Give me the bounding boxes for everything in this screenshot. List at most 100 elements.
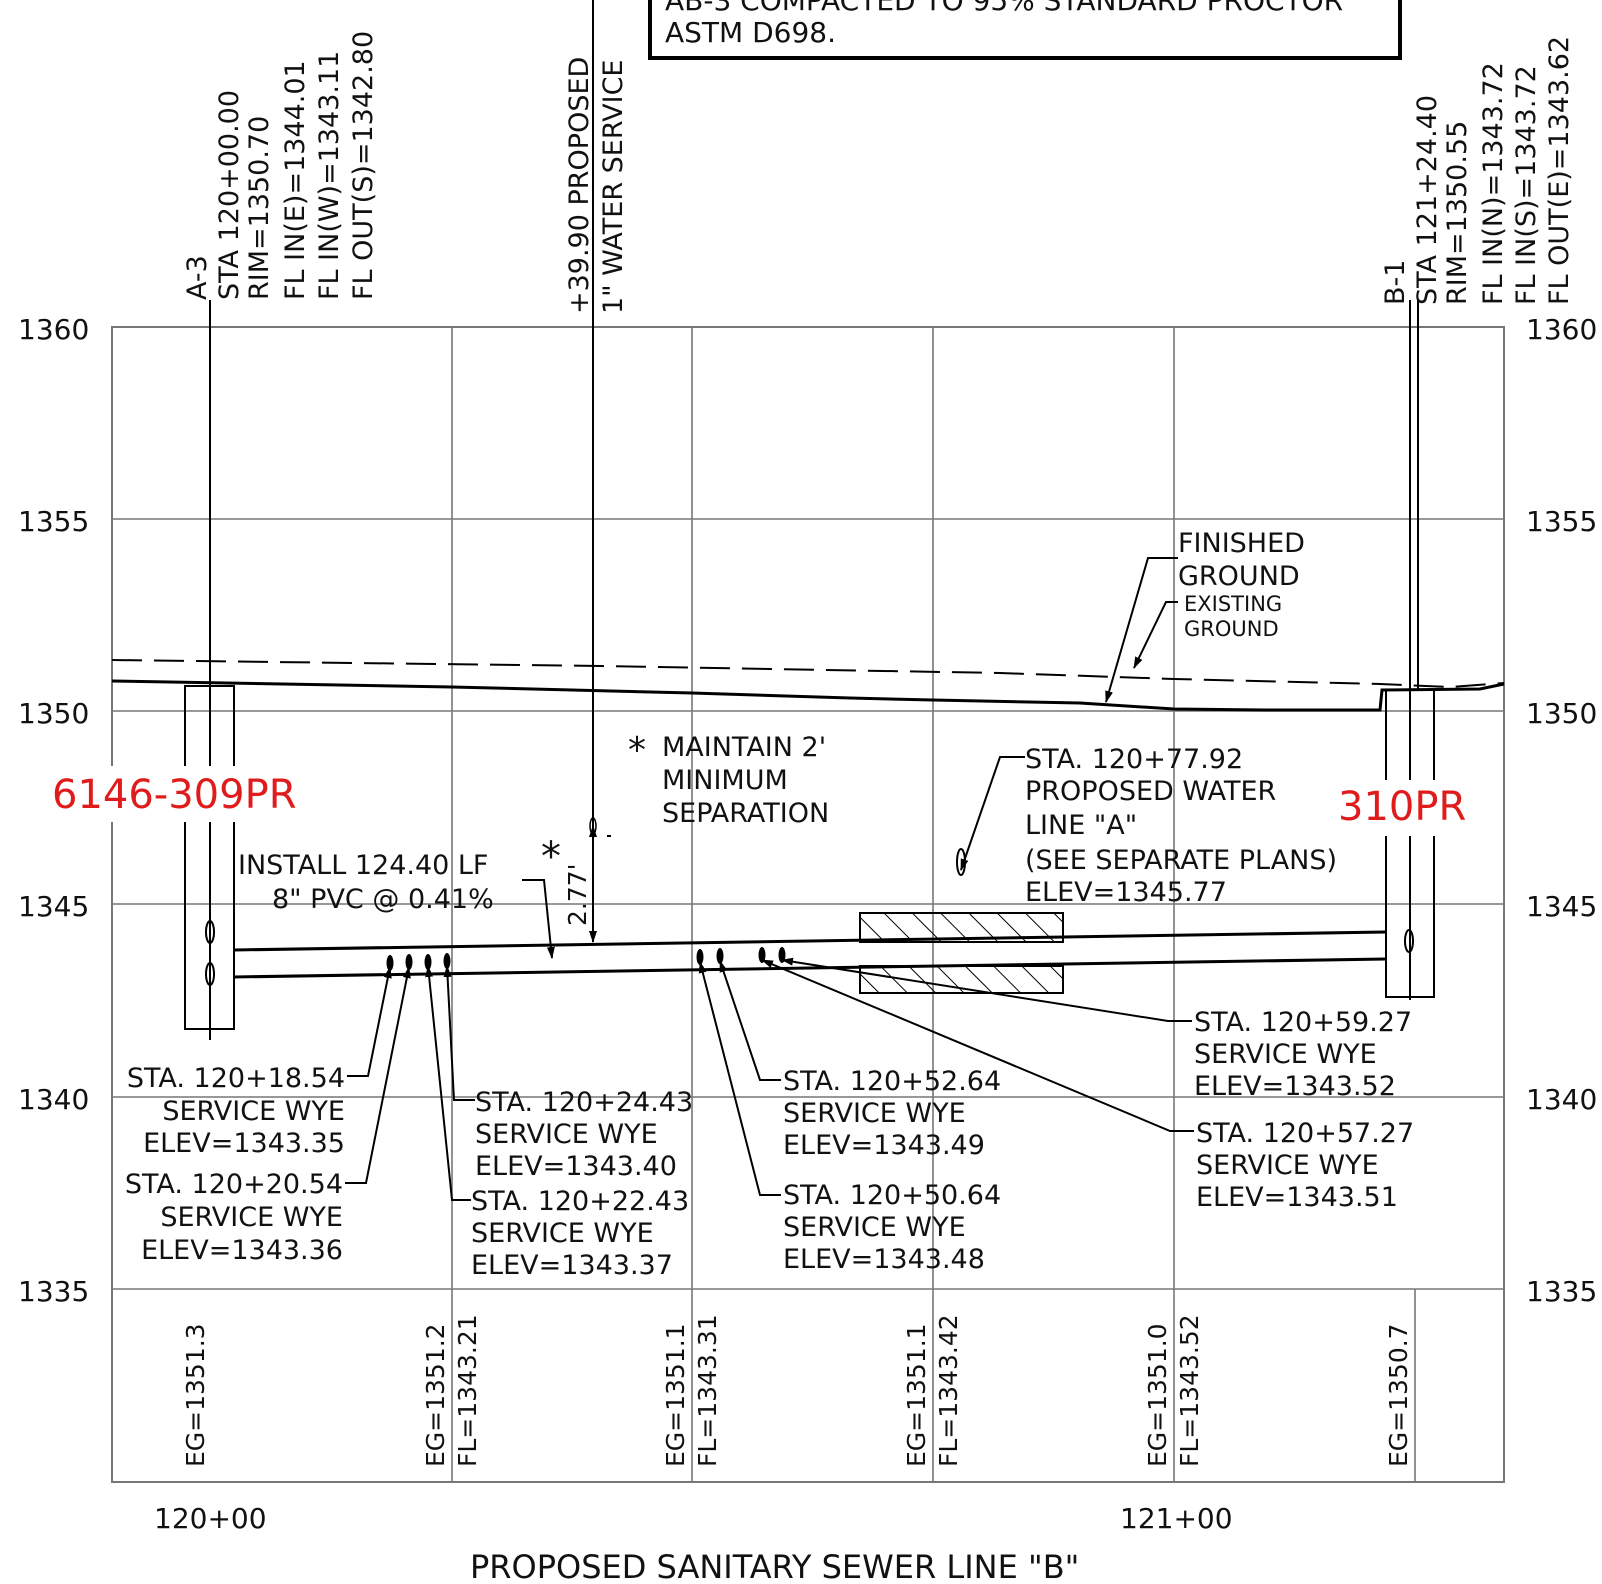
wye-callout-120-52: STA. 120+52.64 SERVICE WYE ELEV=1343.49 — [783, 1066, 1001, 1161]
pipe-label-2: 8" PVC @ 0.41% — [272, 884, 494, 915]
maintain-separation-note: * MAINTAIN 2' MINIMUM SEPARATION — [628, 730, 829, 829]
wye-marker — [443, 953, 451, 969]
manhole-a3: A-3 STA 120+00.00 RIM=1350.70 FL IN(E)=1… — [182, 31, 379, 1040]
manhole-a-name: A-3 — [182, 255, 213, 300]
eg-value: EG=1351.0 — [1143, 1323, 1172, 1467]
eg-value: EG=1351.3 — [181, 1323, 210, 1467]
finished-ground-line — [111, 679, 1505, 712]
note-box: AB-3 COMPACTED TO 95% STANDARD PROCTOR A… — [648, 0, 1402, 60]
wye-type: SERVICE WYE — [471, 1218, 654, 1249]
pipe-label: INSTALL 124.40 LF 8" PVC @ 0.41% — [238, 850, 555, 959]
water-line-callout-1: STA. 120+77.92 — [1025, 744, 1243, 775]
manhole-b-fl-in-n: FL IN(N)=1343.72 — [1478, 62, 1509, 305]
separation-dimension: 2.77' — [563, 863, 592, 926]
wye-sta: STA. 120+57.27 — [1196, 1118, 1414, 1149]
elev-label: 1340 — [1526, 1083, 1597, 1116]
water-line-callout-4: (SEE SEPARATE PLANS) — [1025, 845, 1337, 876]
wye-type: SERVICE WYE — [1196, 1150, 1379, 1181]
wye-callout-120-24: STA. 120+24.43 SERVICE WYE ELEV=1343.40 — [475, 1087, 693, 1182]
separation-asterisk: * — [541, 834, 561, 880]
note-line-2: ASTM D698. — [665, 16, 836, 49]
note-line-1: AB-3 COMPACTED TO 95% STANDARD PROCTOR — [665, 0, 1343, 17]
wye-type: SERVICE WYE — [783, 1212, 966, 1243]
wye-elev: ELEV=1343.49 — [783, 1130, 985, 1161]
manhole-a-fl-out-s: FL OUT(S)=1342.80 — [348, 31, 379, 300]
wye-marker — [758, 947, 766, 963]
water-line-a-callout: STA. 120+77.92 PROPOSED WATER LINE "A" (… — [956, 744, 1337, 908]
elev-label: 1340 — [18, 1083, 89, 1116]
pipe-label-1: INSTALL 124.40 LF — [238, 850, 488, 881]
wye-marker — [405, 954, 413, 970]
existing-ground-label-2: GROUND — [1184, 617, 1279, 641]
manhole-b1: B-1 STA 121+24.40 RIM=1350.55 FL IN(N)=1… — [1380, 36, 1575, 1000]
finished-ground-label-2: GROUND — [1178, 561, 1300, 592]
manhole-a-rim: RIM=1350.70 — [244, 116, 275, 300]
existing-ground-label-1: EXISTING — [1184, 592, 1282, 616]
wye-sta: STA. 120+59.27 — [1194, 1007, 1412, 1038]
wye-type: SERVICE WYE — [162, 1096, 345, 1127]
wye-callout-120-59: STA. 120+59.27 SERVICE WYE ELEV=1343.52 — [1194, 1007, 1412, 1102]
wye-elev: ELEV=1343.52 — [1194, 1071, 1396, 1102]
maintain-asterisk: * — [628, 730, 646, 771]
maintain-line-3: SEPARATION — [662, 798, 829, 829]
fl-value: FL=1343.31 — [693, 1314, 722, 1467]
fl-value: FL=1343.52 — [1175, 1314, 1204, 1467]
service-wye-leaders — [345, 957, 1194, 1201]
pipe-end-marker — [205, 962, 215, 986]
ref-label-left: 6146-309PR — [52, 772, 297, 818]
wye-elev: ELEV=1343.35 — [143, 1128, 345, 1159]
wye-marker — [696, 949, 704, 965]
maintain-line-1: MAINTAIN 2' — [662, 732, 826, 763]
wye-callout-120-57: STA. 120+57.27 SERVICE WYE ELEV=1343.51 — [1196, 1118, 1414, 1213]
service-wye-callouts: STA. 120+18.54 SERVICE WYE ELEV=1343.35 … — [125, 1007, 1414, 1281]
manhole-b-fl-out-e: FL OUT(E)=1343.62 — [1544, 36, 1575, 305]
wye-elev: ELEV=1343.48 — [783, 1244, 985, 1275]
elev-label: 1360 — [18, 313, 89, 346]
wye-callout-120-18: STA. 120+18.54 SERVICE WYE ELEV=1343.35 — [127, 1063, 345, 1159]
elevation-labels-left: 1360 1355 1350 1345 1340 1335 — [18, 313, 89, 1308]
wye-callout-120-22: STA. 120+22.43 SERVICE WYE ELEV=1343.37 — [471, 1186, 689, 1281]
wye-sta: STA. 120+24.43 — [475, 1087, 693, 1118]
elev-label: 1355 — [1526, 505, 1597, 538]
ground-labels: FINISHED GROUND EXISTING GROUND — [1105, 528, 1305, 703]
ref-label-right: 310PR — [1338, 784, 1466, 830]
elev-label: 1335 — [1526, 1275, 1597, 1308]
manhole-a-sta: STA 120+00.00 — [214, 90, 245, 300]
pipe-end-marker — [205, 920, 215, 944]
finished-ground-label-1: FINISHED — [1178, 528, 1305, 559]
water-service-label-2: 1" WATER SERVICE — [598, 60, 629, 315]
wye-elev: ELEV=1343.37 — [471, 1250, 673, 1281]
station-label: 121+00 — [1120, 1502, 1233, 1535]
wye-sta: STA. 120+50.64 — [783, 1180, 1001, 1211]
manhole-a-fl-in-w: FL IN(W)=1343.11 — [314, 51, 345, 300]
wye-elev: ELEV=1343.51 — [1196, 1182, 1398, 1213]
eg-value: EG=1351.1 — [902, 1323, 931, 1467]
proposed-sewer-pipe — [233, 930, 1387, 979]
existing-ground-line — [111, 659, 1505, 689]
wye-type: SERVICE WYE — [783, 1098, 966, 1129]
wye-callout-120-20: STA. 120+20.54 SERVICE WYE ELEV=1343.36 — [125, 1169, 343, 1266]
profile-title: PROPOSED SANITARY SEWER LINE "B" — [470, 1548, 1079, 1584]
fl-value: FL=1343.21 — [453, 1314, 482, 1467]
maintain-line-2: MINIMUM — [662, 765, 788, 796]
elev-label: 1335 — [18, 1275, 89, 1308]
elev-label: 1350 — [18, 697, 89, 730]
bottom-data-columns: EG=1351.3 EG=1351.2 FL=1343.21 EG=1351.1… — [181, 1314, 1413, 1467]
wye-elev: ELEV=1343.40 — [475, 1151, 677, 1182]
wye-sta: STA. 120+52.64 — [783, 1066, 1001, 1097]
wye-type: SERVICE WYE — [475, 1119, 658, 1150]
eg-value: EG=1351.1 — [661, 1323, 690, 1467]
reference-labels: 6146-309PR 310PR — [48, 766, 1490, 836]
water-line-callout-3: LINE "A" — [1025, 810, 1137, 841]
elev-label: 1345 — [1526, 890, 1597, 923]
wye-sta: STA. 120+22.43 — [471, 1186, 689, 1217]
elev-label: 1360 — [1526, 313, 1597, 346]
eg-value: EG=1351.2 — [421, 1323, 450, 1467]
eg-value: EG=1350.7 — [1384, 1323, 1413, 1467]
wye-elev: ELEV=1343.36 — [141, 1235, 343, 1266]
wye-marker — [716, 948, 724, 964]
water-line-callout-2: PROPOSED WATER — [1025, 776, 1276, 807]
wye-callout-120-50: STA. 120+50.64 SERVICE WYE ELEV=1343.48 — [783, 1180, 1001, 1275]
wye-type: SERVICE WYE — [1194, 1039, 1377, 1070]
